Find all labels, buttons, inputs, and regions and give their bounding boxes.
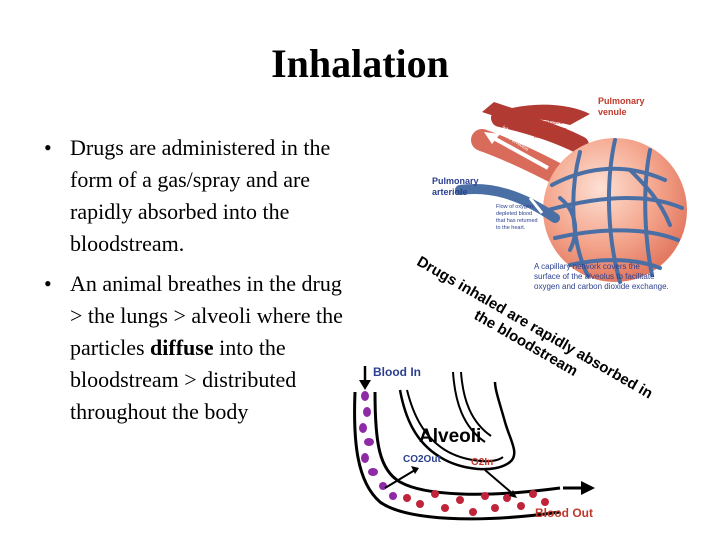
alveoli-label: Alveoli: [419, 426, 481, 447]
vessel-outer-wall: [353, 391, 561, 521]
bullet-dot: •: [44, 271, 52, 296]
o2-in-arrow: [484, 469, 514, 495]
alveolus-wall: [398, 381, 516, 471]
deoxygenated-cells: [359, 391, 397, 500]
bullet-list: • Drugs are administered in the form of a…: [40, 132, 345, 436]
blood-out-label: Blood Out: [535, 506, 593, 520]
bullet-text-2-bold: diffuse: [150, 335, 214, 360]
alveoli-exchange-diagram: Blood In Alveoli CO2Out O2In Blood Out: [353, 365, 595, 521]
capillary-network: [546, 138, 684, 284]
inhaled-air-arrow: [489, 134, 549, 170]
blood-in-label: Blood In: [373, 365, 421, 379]
slide-title: Inhalation: [271, 41, 449, 86]
oxygenated-cells: [403, 490, 549, 516]
vessel-inner-wall: [373, 391, 561, 496]
bullet-item: • An animal breathes in the drug > the lu…: [40, 268, 345, 428]
bullet-text-2b: into the bloodstream > distributed throu…: [70, 335, 297, 424]
co2-out-label: CO2Out: [403, 454, 441, 465]
pulmonary-arteriole-vessel: [455, 184, 560, 223]
bullet-item: • Drugs are administered in the form of a…: [40, 132, 345, 260]
pulmonary-venule-vessel: [482, 102, 590, 125]
o2-in-label: O2In: [471, 457, 493, 468]
bullet-text-2a: An animal breathes in the drug > the lun…: [70, 271, 343, 360]
bullet-text-1: Drugs are administered in the form of a …: [70, 135, 331, 256]
co2-out-arrow: [384, 469, 416, 489]
arteriole-flow-arrow: [528, 197, 544, 214]
bullet-dot: •: [44, 135, 52, 160]
